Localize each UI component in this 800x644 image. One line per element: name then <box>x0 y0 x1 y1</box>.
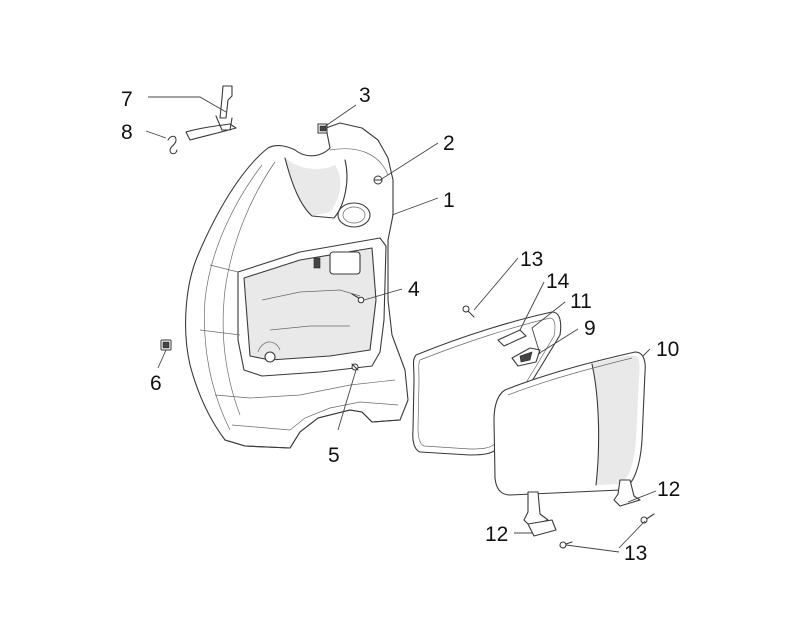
part-7-bag-hook <box>185 85 237 141</box>
callout-7: 7 <box>121 88 133 111</box>
callout-13-bottom: 13 <box>624 542 647 565</box>
part-2-screw <box>373 175 383 185</box>
callout-3: 3 <box>359 84 371 107</box>
callout-14: 14 <box>546 270 570 293</box>
callout-10: 10 <box>656 338 679 361</box>
callout-12-left: 12 <box>485 523 508 546</box>
part-12-hinges <box>523 479 641 537</box>
callout-9: 9 <box>584 317 596 340</box>
part-3-clip <box>317 123 328 134</box>
part-6-clip <box>160 339 172 351</box>
callout-8: 8 <box>121 121 133 144</box>
part-5-screw <box>351 363 359 371</box>
part-13-screw-top <box>462 305 475 318</box>
callout-6: 6 <box>150 372 162 395</box>
leader-lines <box>145 96 657 553</box>
part-13-screws-bottom <box>559 513 655 549</box>
callout-1: 1 <box>443 189 455 212</box>
part-14-plate <box>497 329 527 347</box>
callout-5: 5 <box>328 444 340 467</box>
callout-13-top: 13 <box>520 248 543 271</box>
callout-11: 11 <box>570 290 592 313</box>
callout-4: 4 <box>408 278 420 301</box>
callout-2: 2 <box>443 132 455 155</box>
part-9-latch <box>511 347 541 367</box>
part-10-glovebox-door <box>493 351 646 496</box>
part-8-spring <box>167 135 178 155</box>
leg-shield-panel <box>185 122 409 449</box>
callout-labels: 1 2 3 4 5 6 7 8 9 10 11 12 12 13 13 14 <box>121 84 680 565</box>
callout-12-right: 12 <box>657 478 680 501</box>
part-4-screw <box>313 257 365 304</box>
